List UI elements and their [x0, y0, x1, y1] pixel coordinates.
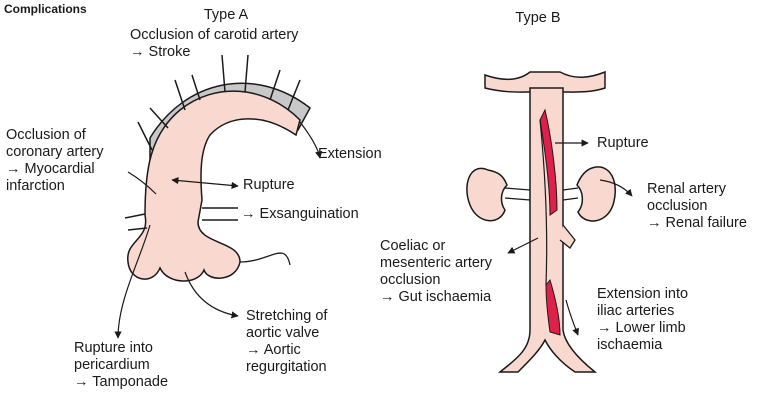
- type-a-carotid-label: Occlusion of carotid artery → Stroke: [130, 27, 298, 61]
- type-a-aortic-valve-label: Stretching of aortic valve → Aortic regu…: [246, 308, 327, 376]
- type-a-aorta-illustration: [118, 55, 320, 338]
- type-a-descending-vessel: [240, 253, 290, 265]
- type-b-right-renal-artery: [563, 188, 578, 200]
- type-a-coronary-stub: [125, 214, 147, 230]
- type-b-rupture-label: Rupture: [597, 135, 649, 152]
- type-a-title: Type A: [196, 7, 256, 24]
- type-b-renal-label: Renal artery occlusion → Renal failure: [647, 181, 747, 232]
- complications-heading: Complications: [4, 2, 87, 16]
- type-b-iliac-label: Extension into iliac arteries → Lower li…: [597, 286, 688, 354]
- type-b-iliac-arrow: [566, 300, 578, 335]
- type-a-extension-arrow: [300, 122, 320, 158]
- type-a-coronary-label: Occlusion of coronary artery → Myocardia…: [6, 127, 104, 195]
- type-b-left-renal-artery: [505, 188, 530, 200]
- type-a-pericardium-label: Rupture into pericardium → Tamponade: [74, 340, 168, 391]
- type-b-coeliac-label: Coeliac or mesenteric artery occlusion →…: [380, 238, 492, 306]
- type-a-extension-label: Extension: [318, 146, 382, 163]
- type-a-rupture-label: Rupture: [243, 177, 295, 194]
- type-b-right-kidney: [577, 167, 615, 221]
- type-b-left-kidney: [467, 168, 507, 220]
- type-a-right-stub: [202, 208, 238, 220]
- type-b-title: Type B: [508, 10, 568, 27]
- type-a-exsanguination-label: → Exsanguination: [241, 206, 359, 223]
